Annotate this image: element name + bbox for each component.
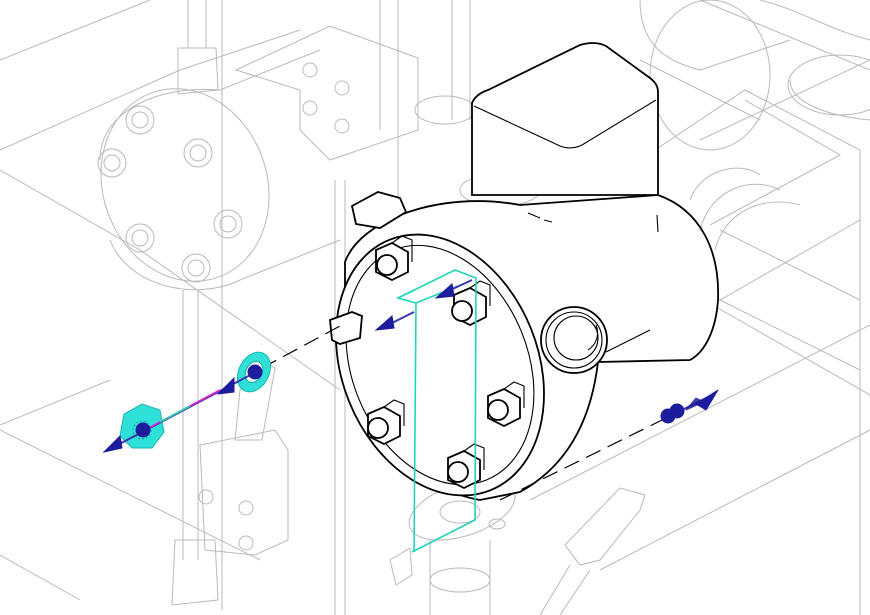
- arrow-cone-icon: [102, 434, 123, 453]
- background-valve-block: [199, 429, 289, 556]
- explode-trails: [261, 325, 663, 501]
- arrow-cone-icon: [695, 389, 719, 411]
- bolt-3: [367, 399, 405, 446]
- explode-manipulator-bolt-top[interactable]: [434, 279, 473, 299]
- manipulator-origin-handle: [135, 422, 151, 438]
- bolt-2: [451, 280, 491, 327]
- arrow-cone-icon: [434, 283, 455, 299]
- background-lever: [564, 487, 646, 566]
- bolt-1: [375, 235, 413, 282]
- sight-glass: [540, 306, 608, 374]
- explode-trail-right: [499, 419, 663, 501]
- explode-manipulator-bolt-left[interactable]: [374, 311, 415, 331]
- housing-pin: [329, 311, 363, 345]
- explode-manipulator-right[interactable]: [660, 389, 719, 424]
- flange-housing[interactable]: [299, 41, 719, 527]
- arrow-cone-icon: [374, 315, 395, 331]
- manipulator-origin-handle: [247, 364, 263, 380]
- housing-tower: [471, 41, 659, 196]
- background-flange: [100, 88, 270, 282]
- arrow-cone-icon: [216, 376, 235, 395]
- explode-trail-left: [261, 325, 341, 369]
- bolt-5: [447, 443, 485, 490]
- housing-bolts[interactable]: [367, 235, 525, 490]
- bolt-4: [487, 381, 525, 428]
- arrow-cone-icon: [685, 397, 706, 411]
- explode-manipulator-nut[interactable]: [102, 364, 263, 453]
- background-flange-bolts: [97, 105, 243, 283]
